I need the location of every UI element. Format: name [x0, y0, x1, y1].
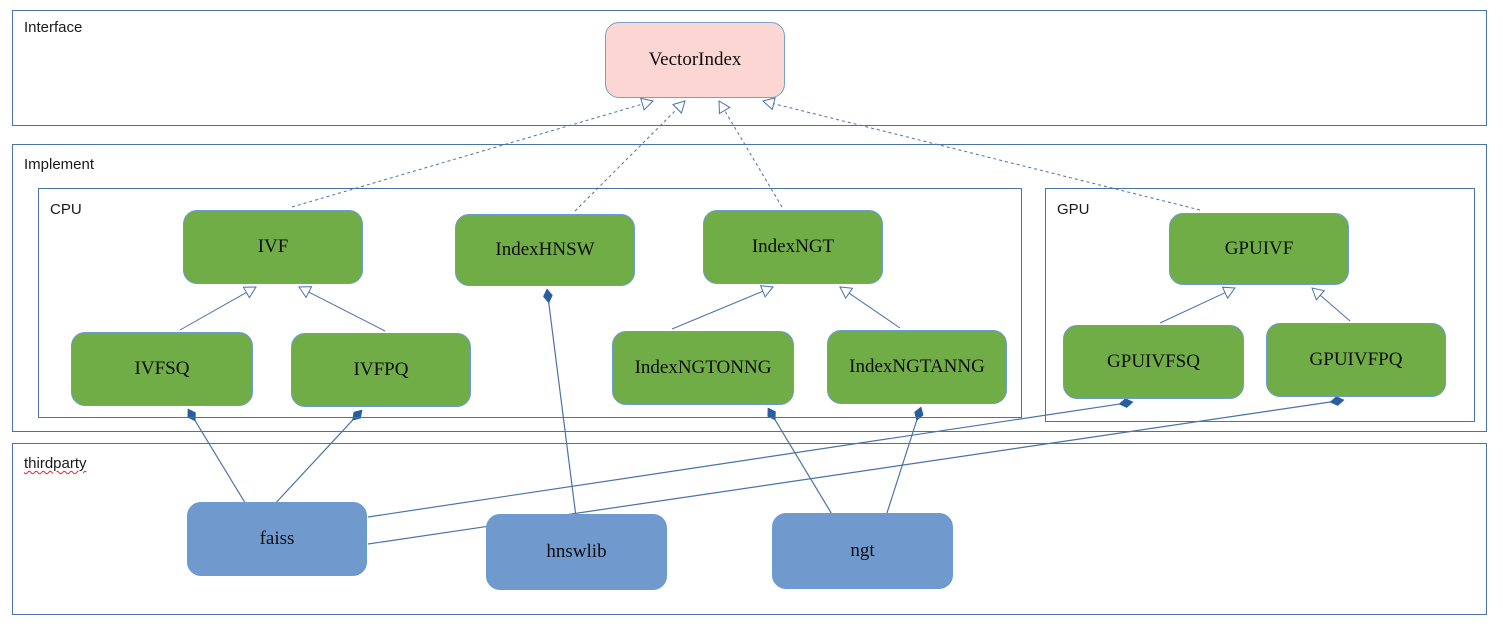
- class-node-ngt[interactable]: ngt: [772, 513, 953, 589]
- frame-cpu: [38, 188, 1022, 418]
- class-node-ivfsq[interactable]: IVFSQ: [71, 332, 253, 406]
- class-node-label: IndexNGTONNG: [634, 356, 772, 378]
- frame-gpu: [1045, 188, 1475, 422]
- class-node-vectorindex[interactable]: VectorIndex: [605, 22, 785, 98]
- class-node-hnswlib[interactable]: hnswlib: [486, 514, 667, 590]
- class-node-label: IVFSQ: [134, 357, 190, 379]
- class-node-faiss[interactable]: faiss: [187, 502, 367, 576]
- frame-label-cpu: CPU: [50, 201, 82, 218]
- class-node-label: VectorIndex: [648, 48, 742, 70]
- class-node-label: IndexNGT: [751, 235, 835, 257]
- class-node-indexngtonng[interactable]: IndexNGTONNG: [612, 331, 794, 405]
- class-node-gpuivfpq[interactable]: GPUIVFPQ: [1266, 323, 1446, 397]
- class-node-ivfpq[interactable]: IVFPQ: [291, 333, 471, 407]
- class-node-ivf[interactable]: IVF: [183, 210, 363, 284]
- class-node-label: hnswlib: [546, 540, 607, 562]
- class-node-label: GPUIVF: [1224, 237, 1294, 259]
- frame-label-thirdparty: thirdparty: [24, 455, 87, 472]
- class-node-indexhnsw[interactable]: IndexHNSW: [455, 214, 635, 286]
- frame-label-implement: Implement: [24, 156, 95, 173]
- frame-thirdparty: [12, 443, 1487, 615]
- class-node-label: IVF: [257, 235, 289, 257]
- class-node-indexngt[interactable]: IndexNGT: [703, 210, 883, 284]
- class-node-indexngtanng[interactable]: IndexNGTANNG: [827, 330, 1007, 404]
- frame-label-gpu: GPU: [1057, 201, 1090, 218]
- class-node-label: IndexNGTANNG: [849, 355, 985, 377]
- class-node-gpuivf[interactable]: GPUIVF: [1169, 213, 1349, 285]
- class-node-label: GPUIVFPQ: [1309, 348, 1403, 370]
- class-node-gpuivfsq[interactable]: GPUIVFSQ: [1063, 325, 1244, 399]
- frame-implement: [12, 144, 1487, 432]
- frame-label-interface: Interface: [24, 19, 83, 36]
- class-node-label: faiss: [259, 527, 295, 549]
- frame-interface: [12, 10, 1487, 126]
- class-node-label: IndexHNSW: [495, 238, 595, 260]
- class-node-label: IVFPQ: [353, 358, 409, 380]
- class-node-label: GPUIVFSQ: [1107, 350, 1200, 372]
- class-node-label: ngt: [850, 539, 875, 561]
